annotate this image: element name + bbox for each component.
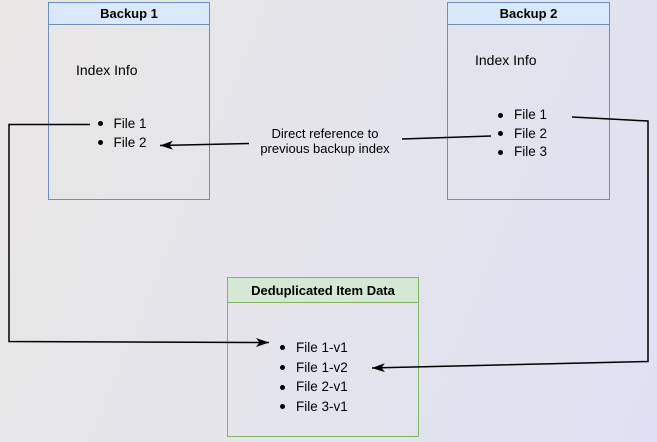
- dedup-box: Deduplicated Item Data File 1-v1 File 1-…: [227, 277, 419, 437]
- list-item: File 3-v1: [280, 397, 348, 417]
- edge-label-direct-reference: Direct reference to previous backup inde…: [230, 126, 420, 156]
- list-item: File 1-v2: [280, 358, 348, 378]
- bullet-icon: [280, 384, 285, 390]
- list-item: File 1: [97, 114, 147, 133]
- file-label: File 1: [514, 107, 548, 122]
- backup1-file-list: File 1 File 2: [97, 114, 147, 152]
- backup1-title: Backup 1: [49, 3, 209, 25]
- edge-label-line2: previous backup index: [260, 141, 390, 156]
- file-label: File 2: [514, 125, 548, 141]
- dedup-file-list: File 1-v1 File 1-v2 File 2-v1 File 3-v1: [280, 338, 348, 417]
- list-item: File 1-v1: [280, 338, 348, 358]
- bullet-icon: [280, 404, 285, 410]
- bullet-icon: [280, 345, 285, 351]
- file-label: File 1-v1: [296, 340, 348, 355]
- file-label: File 2: [113, 135, 147, 150]
- file-label: File 3: [514, 144, 548, 159]
- bullet-icon: [280, 365, 285, 371]
- backup1-box: Backup 1 Index Info File 1 File 2: [48, 2, 210, 200]
- bullet-icon: [97, 140, 103, 145]
- edge-label-line1: Direct reference to: [271, 126, 379, 141]
- list-item: File 1: [498, 106, 547, 125]
- backup1-index-info-label: Index Info: [76, 62, 138, 78]
- file-label: File 1: [113, 116, 147, 131]
- backup2-title: Backup 2: [448, 3, 609, 25]
- backup2-box: Backup 2 Index Info File 1 File 2 File 3: [447, 2, 610, 200]
- file-label: File 1-v2: [296, 359, 348, 375]
- bullet-icon: [97, 121, 103, 126]
- list-item: File 3: [498, 143, 547, 162]
- list-item: File 2-v1: [280, 377, 348, 397]
- backup2-index-info-label: Index Info: [475, 52, 537, 68]
- file-label: File 2-v1: [296, 379, 348, 395]
- bullet-icon: [498, 149, 503, 155]
- bullet-icon: [498, 131, 503, 137]
- list-item: File 2: [97, 133, 147, 152]
- dedup-title: Deduplicated Item Data: [228, 278, 418, 303]
- list-item: File 2: [498, 125, 547, 144]
- backup2-file-list: File 1 File 2 File 3: [498, 106, 547, 162]
- bullet-icon: [498, 112, 503, 118]
- file-label: File 3-v1: [296, 399, 348, 415]
